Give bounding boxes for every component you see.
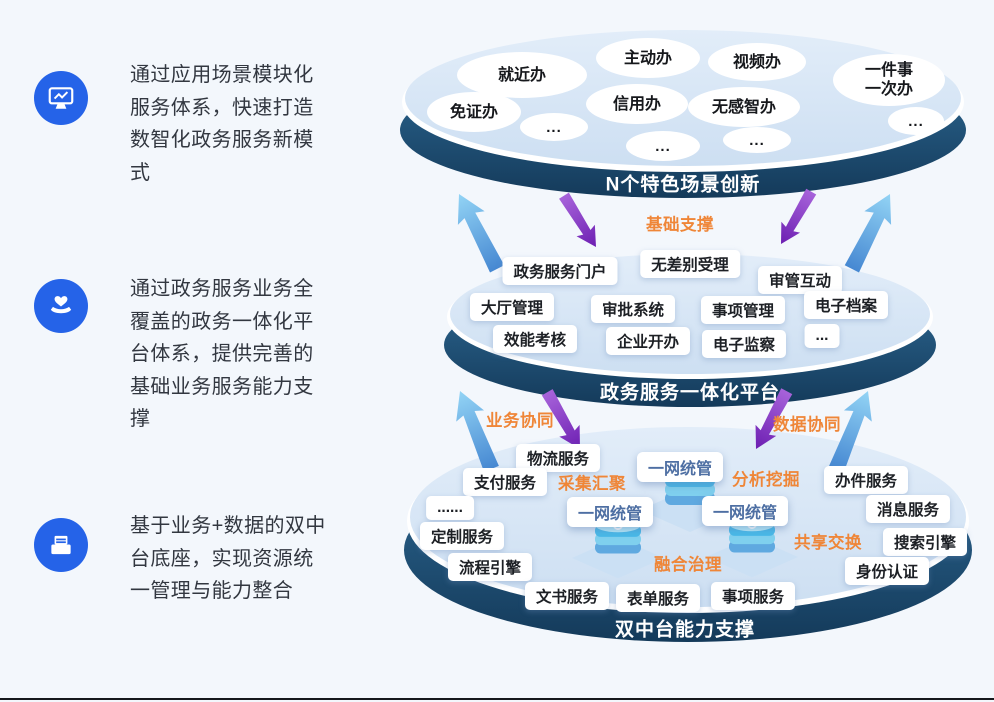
flow-label-foundation: 基础支撑 (646, 216, 714, 234)
diagram-node: 身份认证 (844, 557, 930, 585)
diagram-node: 支付服务 (462, 468, 548, 496)
diagram-node: 企业开办 (605, 327, 691, 355)
diagram-node: 搜索引擎 (882, 528, 968, 556)
diagram-node: 效能考核 (492, 325, 578, 353)
printer-icon (34, 518, 88, 572)
scene-bubble: 视频办 (708, 43, 806, 81)
down-arrow (781, 188, 817, 244)
scene-bubble: 无感智办 (688, 87, 800, 127)
scene-bubble: 主动办 (596, 38, 700, 78)
left-panel-text: 通过应用场景模块化服务体系，快速打造数智化政务服务新模式 (130, 64, 314, 184)
scene-bubble-dots: ... (723, 127, 791, 153)
diagram-node: 消息服务 (865, 495, 951, 523)
diagram-node: 办件服务 (823, 466, 909, 494)
diagram-node: 审批系统 (590, 295, 676, 323)
down-arrow (559, 192, 596, 247)
diagram-node: 表单服务 (615, 584, 701, 612)
left-panel-text: 通过政务服务业务全覆盖的政务一体化平台体系，提供完善的基础业务服务能力支撑 (130, 278, 314, 430)
diagram-node-dots: ...... (426, 496, 474, 520)
scene-bubble: 就近办 (457, 52, 587, 98)
window-bottom-edge (0, 698, 994, 700)
scene-bubble-dots: ... (626, 131, 700, 161)
diagram-node: 电子档案 (803, 291, 889, 319)
diagram-node: 文书服务 (524, 582, 610, 610)
scene-bubble: 一件事 一次办 (833, 54, 945, 106)
diagram-node: 定制服务 (419, 522, 505, 550)
left-panel-text: 基于业务+数据的双中台底座，实现资源统一管理与能力整合 (130, 515, 326, 602)
left-panel-item: 通过应用场景模块化服务体系，快速打造数智化政务服务新模式 (34, 64, 313, 184)
left-panel-item: 基于业务+数据的双中台底座，实现资源统一管理与能力整合 (34, 515, 325, 602)
scene-bubble: 免证办 (427, 92, 521, 132)
layer2-label: 政务服务一体化平台 (599, 382, 781, 404)
up-arrow (456, 391, 499, 472)
up-arrow (844, 194, 892, 273)
process-label-collect: 采集汇聚 (558, 475, 626, 493)
diagram-node: 无差别受理 (640, 250, 740, 278)
diagram-node: 政务服务门户 (502, 257, 618, 285)
scene-bubble-dots: ... (888, 107, 944, 135)
diagram-node: 电子监察 (701, 330, 787, 358)
diagram-node: 事项服务 (710, 582, 796, 610)
scene-bubble: 信用办 (586, 84, 688, 124)
layer3-label: 双中台能力支撑 (614, 619, 756, 641)
diagram-node: 审管互动 (757, 266, 843, 294)
diagram-node: 流程引擎 (447, 553, 533, 581)
layer1-label: N个特色场景创新 (605, 174, 761, 196)
process-label-analyze: 分析挖掘 (732, 471, 800, 489)
left-panel-item: 通过政务服务业务全覆盖的政务一体化平台体系，提供完善的基础业务服务能力支撑 (34, 278, 313, 430)
up-arrow (829, 391, 872, 472)
diagram-node: 物流服务 (515, 444, 601, 472)
platform-node: 一网统管 (636, 452, 724, 482)
monitor-chart-icon (34, 71, 88, 125)
process-label-exchange: 共享交换 (794, 534, 862, 552)
platform-node: 一网统管 (566, 497, 654, 527)
up-arrow (457, 194, 505, 273)
platform-node: 一网统管 (701, 496, 789, 526)
diagram-node: 大厅管理 (469, 293, 555, 321)
process-label-govern: 融合治理 (654, 556, 722, 574)
flow-label-data: 数据协同 (773, 416, 841, 434)
down-arrow (755, 388, 793, 449)
diagram-node-dots: ... (804, 324, 840, 348)
down-arrow (541, 389, 580, 449)
flow-label-business: 业务协同 (486, 412, 554, 430)
hands-heart-icon (34, 279, 88, 333)
scene-bubble-dots: ... (520, 113, 588, 141)
diagram-node: 事项管理 (700, 296, 786, 324)
